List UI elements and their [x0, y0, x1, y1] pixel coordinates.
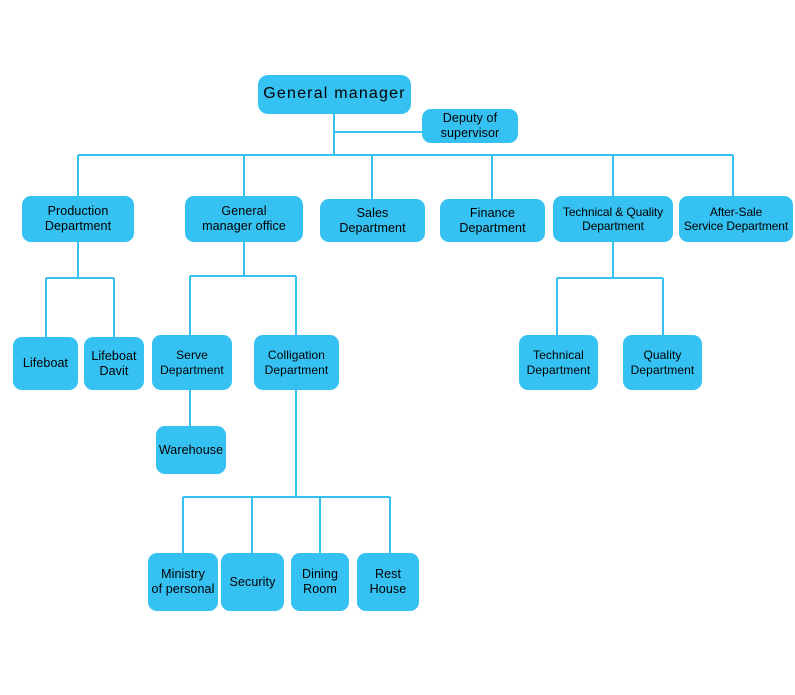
- node-label-lifeboat: Lifeboat: [22, 356, 69, 371]
- node-label-serve-department: Serve Department: [160, 348, 224, 377]
- node-label-deputy-of-supervisor: Deputy of supervisor: [440, 111, 500, 140]
- node-label-warehouse: Warehouse: [158, 442, 224, 457]
- node-rest-house[interactable]: Rest House: [357, 553, 419, 611]
- node-finance-department[interactable]: Finance Department: [440, 199, 545, 242]
- node-warehouse[interactable]: Warehouse: [156, 426, 226, 474]
- node-label-sales-department: Sales Department: [339, 205, 406, 235]
- node-technical-quality-department[interactable]: Technical & Quality Department: [553, 196, 673, 242]
- node-sales-department[interactable]: Sales Department: [320, 199, 425, 242]
- node-label-quality-department: Quality Department: [630, 348, 695, 377]
- node-general-manager[interactable]: General manager: [258, 75, 411, 114]
- node-lifeboat[interactable]: Lifeboat: [13, 337, 78, 390]
- node-after-sale-service-department[interactable]: After-Sale Service Department: [679, 196, 793, 242]
- node-production-department[interactable]: Production Department: [22, 196, 134, 242]
- node-label-rest-house: Rest House: [369, 567, 407, 596]
- node-label-after-sale-service-department: After-Sale Service Department: [683, 204, 789, 233]
- node-general-manager-office[interactable]: General manager office: [185, 196, 303, 242]
- node-label-technical-department: Technical Department: [526, 348, 591, 377]
- node-security[interactable]: Security: [221, 553, 284, 611]
- node-label-technical-quality-department: Technical & Quality Department: [562, 204, 664, 233]
- node-lifeboat-davit[interactable]: Lifeboat Davit: [84, 337, 144, 390]
- node-label-colligation-department: Colligation Department: [264, 348, 329, 377]
- node-ministry-of-personal[interactable]: Ministry of personal: [148, 553, 218, 611]
- node-technical-department[interactable]: Technical Department: [519, 335, 598, 390]
- node-deputy-of-supervisor[interactable]: Deputy of supervisor: [422, 109, 518, 143]
- node-dining-room[interactable]: Dining Room: [291, 553, 349, 611]
- node-quality-department[interactable]: Quality Department: [623, 335, 702, 390]
- node-colligation-department[interactable]: Colligation Department: [254, 335, 339, 390]
- node-serve-department[interactable]: Serve Department: [152, 335, 232, 390]
- node-label-dining-room: Dining Room: [301, 567, 339, 596]
- node-label-lifeboat-davit: Lifeboat Davit: [91, 348, 137, 378]
- node-label-finance-department: Finance Department: [459, 205, 526, 235]
- node-label-ministry-of-personal: Ministry of personal: [151, 567, 215, 596]
- node-label-general-manager-office: General manager office: [202, 204, 286, 233]
- node-label-security: Security: [229, 574, 276, 589]
- node-label-general-manager: General manager: [263, 85, 406, 103]
- node-label-production-department: Production Department: [44, 204, 112, 233]
